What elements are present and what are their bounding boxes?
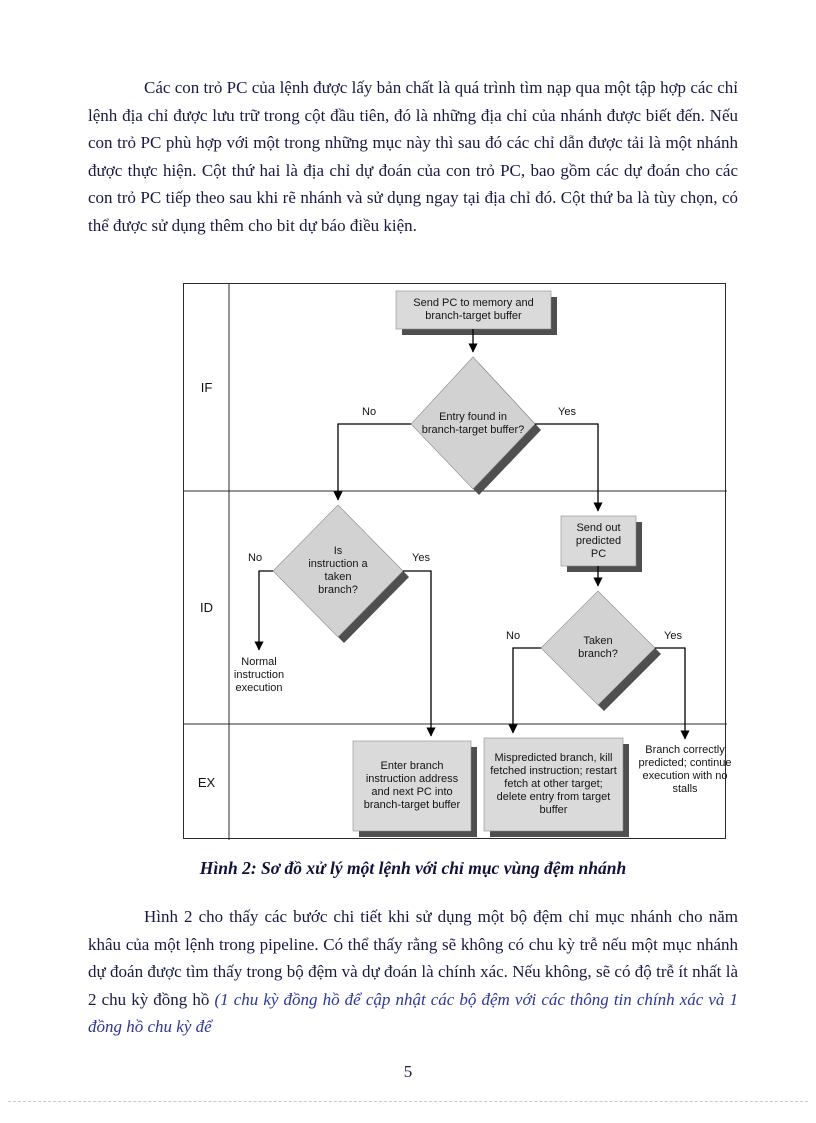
stage-divider-lines [184,284,727,840]
paragraph-2-italic: (1 chu kỳ đồng hồ để cập nhật các bộ đệm… [88,989,739,1037]
stage-label-ex: EX [197,775,216,790]
page-number: 5 [403,1062,413,1081]
flow-box-enter-branch: Enter branch instruction address and nex… [363,760,461,811]
flow-arrows [254,329,690,740]
stage-label-id: ID [200,600,213,615]
paragraph-2-normal: Hình 2 cho thấy các bước chi tiết khi sử… [88,907,738,1009]
decision-is-taken-branch: Is instruction a taken branch? [308,545,368,596]
edge-label-no-1: No [362,406,377,418]
decision-taken-branch: Taken branch? [578,635,618,660]
paragraph-2: Hình 2 cho thấy các bước chi tiết khi sử… [88,903,738,1041]
flow-box-mispredicted: Mispredicted branch, kill fetched instru… [490,752,617,816]
flow-box-send-out-pc: Send out predicted PC [575,521,622,560]
figure-caption: Hình 2: Sơ đồ xử lý một lệnh với chỉ mục… [199,858,627,878]
node-shapes [272,290,656,832]
edge-label-yes-2: Yes [412,552,430,564]
edge-label-no-2: No [248,552,263,564]
text-correctly-predicted: Branch correctly predicted; continue exe… [638,744,732,795]
edge-label-yes-1: Yes [558,406,576,418]
page-break-line [8,1101,808,1102]
figure-2-flowchart: IF ID EX Send PC to memory and branch-ta… [183,283,731,840]
decision-entry-found: Entry found in branch-target buffer? [421,411,525,436]
edge-label-yes-3: Yes [664,630,682,642]
edge-label-no-3: No [506,630,521,642]
flowchart-graphics [184,284,727,840]
flow-box-send-pc: Send PC to memory and branch-target buff… [413,297,534,322]
text-normal-execution: Normal instruction execution [233,656,285,694]
paragraph-1: Các con trỏ PC của lệnh được lấy bản chấ… [88,78,738,235]
stage-label-if: IF [200,380,213,395]
